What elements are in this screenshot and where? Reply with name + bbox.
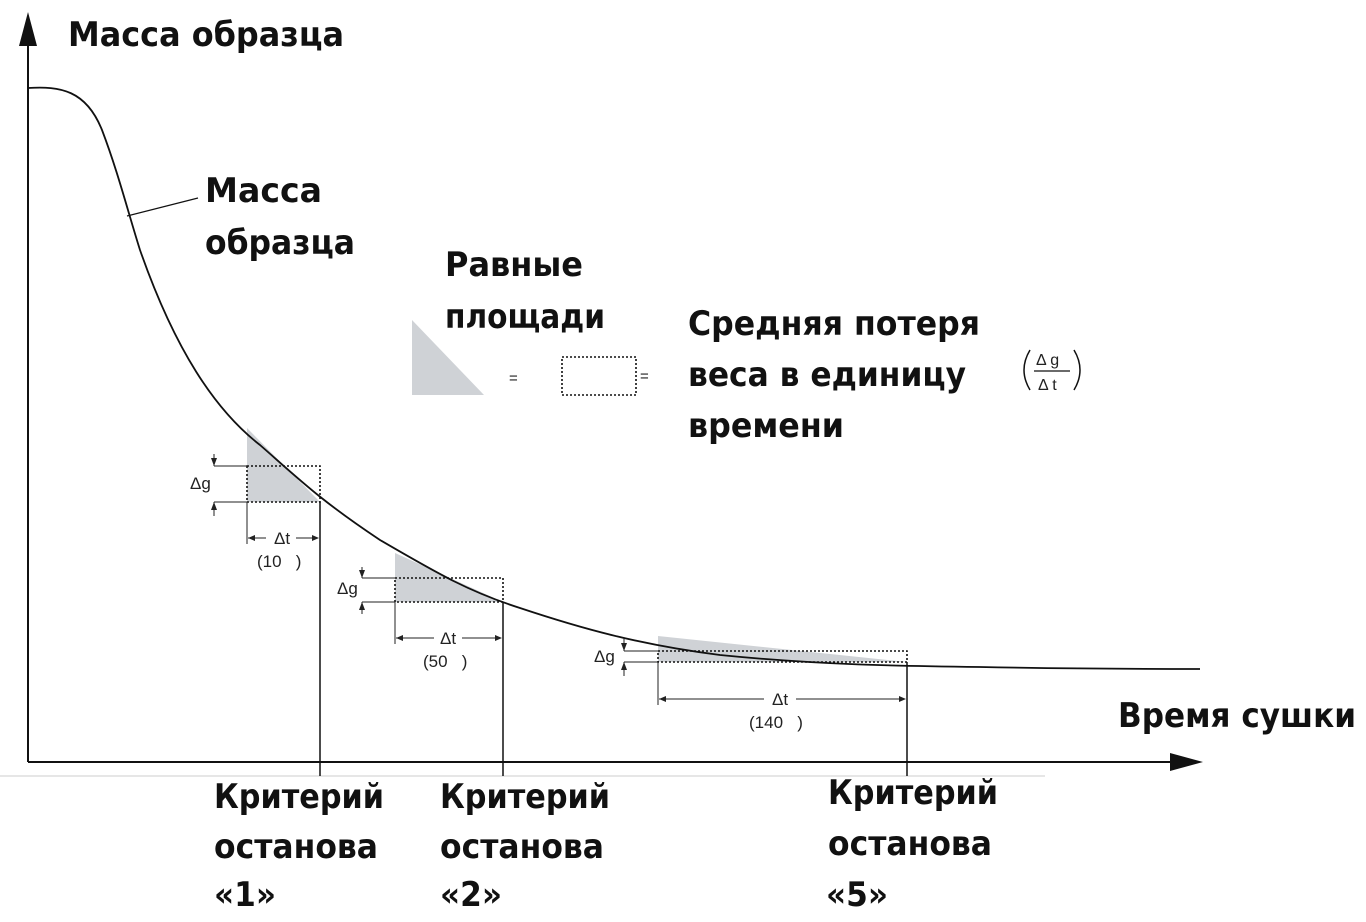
- legend-dotted-rect: [561, 356, 637, 396]
- formula-numerator: Δ g: [1036, 352, 1059, 369]
- x-axis-arrow: [1170, 753, 1203, 771]
- dt-value-1: (10 ): [257, 552, 301, 571]
- criterion-5-line-2: останова: [828, 824, 992, 864]
- dt-value-3: (140 ): [749, 713, 803, 732]
- criterion-5-line-3: «5»: [826, 875, 888, 915]
- curve-label-line-2: образца: [205, 223, 355, 263]
- criterion-1-line-3: «1»: [214, 875, 276, 915]
- mean-rect-3: [657, 650, 908, 663]
- mean-rect-2: [394, 577, 504, 603]
- formula-paren-right: [1073, 349, 1081, 391]
- mean-loss-line-2: веса в единицу: [688, 355, 966, 395]
- criterion-2-line-3: «2»: [440, 875, 502, 915]
- equal-areas-line-1: Равные: [445, 245, 583, 285]
- mean-rect-1: [246, 465, 321, 503]
- legend-equals-1: =: [509, 370, 518, 387]
- criterion-2-line-1: Критерий: [440, 777, 610, 817]
- formula-denominator: Δ t: [1038, 377, 1057, 394]
- criterion-5-line-1: Критерий: [828, 773, 998, 813]
- mass-curve: [27, 86, 1201, 670]
- dimension-1: [213, 454, 318, 544]
- shaded-area-3: [658, 636, 907, 662]
- formula-paren-left: [1023, 349, 1031, 391]
- formula: Δ g Δ t: [1023, 349, 1081, 394]
- y-axis-label: Масса образца: [68, 15, 344, 55]
- legend-equals-2: =: [640, 368, 649, 385]
- dg-label-1: Δg: [190, 474, 211, 493]
- x-axis-label: Время сушки: [1118, 696, 1356, 736]
- dt-label-2: Δt: [440, 629, 456, 648]
- legend-triangle: [412, 320, 484, 395]
- dg-label-3: Δg: [594, 647, 615, 666]
- equal-areas-line-2: площади: [445, 297, 605, 337]
- dt-label-3: Δt: [772, 690, 788, 709]
- dt-value-2: (50 ): [423, 652, 467, 671]
- criterion-1-line-2: останова: [214, 827, 378, 867]
- y-axis-arrow: [19, 12, 37, 46]
- curve-label-line-1: Масса: [205, 171, 322, 211]
- dt-label-1: Δt: [274, 529, 290, 548]
- curve-label-leader: [126, 197, 199, 217]
- dg-label-2: Δg: [337, 579, 358, 598]
- mean-loss-line-1: Средняя потеря: [688, 304, 980, 344]
- mean-loss-line-3: времени: [688, 406, 844, 446]
- criterion-1-line-1: Критерий: [214, 777, 384, 817]
- criterion-2-line-2: останова: [440, 827, 604, 867]
